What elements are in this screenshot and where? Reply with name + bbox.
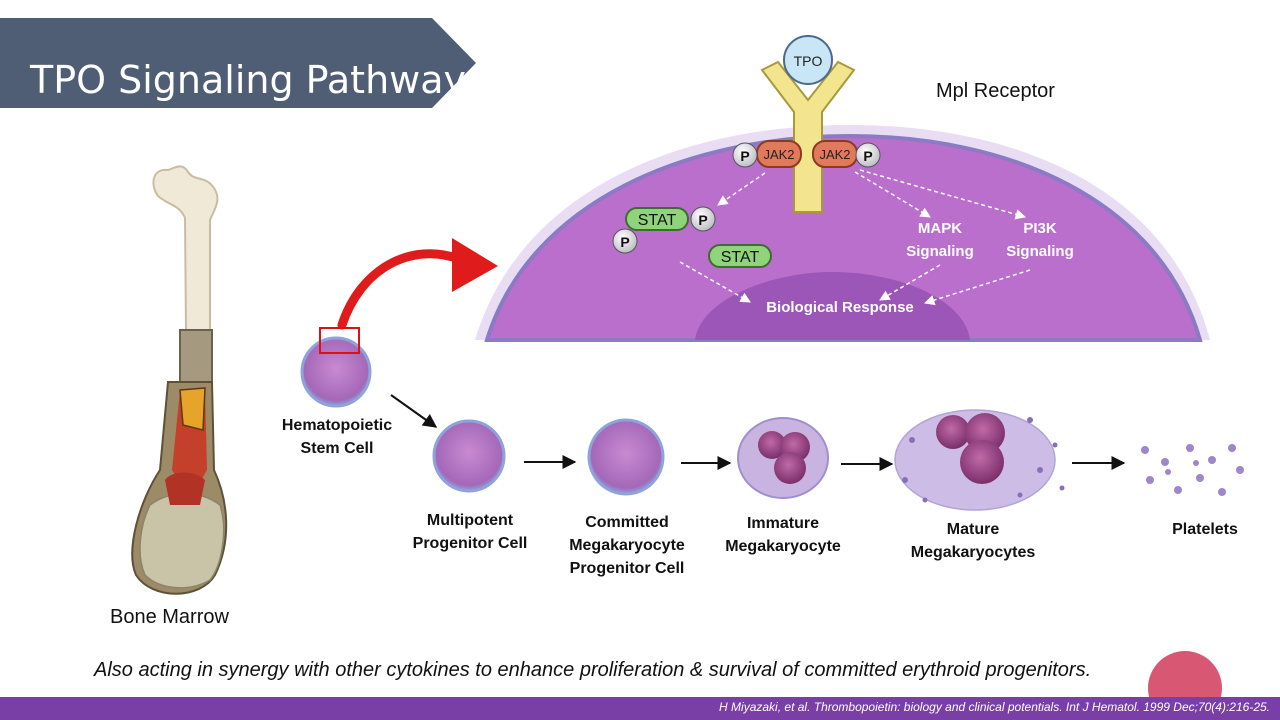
mature-megakaryocyte [894, 409, 1065, 511]
tpo-label: TPO [794, 53, 823, 69]
immature-label-line1: Immature [746, 515, 820, 532]
bone-marrow-label: Bone Marrow [110, 606, 229, 628]
phospho-ball-2 [855, 142, 881, 168]
mature-label-line1: Mature [946, 521, 1000, 538]
page-title: TPO Signaling Pathway [30, 58, 467, 102]
mapk-signaling-label: Signaling [906, 243, 974, 260]
phospho-label-3: P [698, 212, 707, 228]
platelets-label-line1: Platelets [1172, 521, 1238, 538]
mature-label-line2: Megakaryocytes [910, 544, 1036, 561]
synergy-note: Also acting in synergy with other cytoki… [94, 659, 1092, 681]
stat-2 [708, 244, 772, 268]
multipotent-label-line2: Progenitor Cell [412, 535, 528, 552]
stat-1-label: STAT [638, 212, 677, 229]
biological-response-label: Biological Response [766, 299, 914, 316]
immature-label: Immature Megakaryocyte [708, 512, 858, 558]
jak2-left-label: JAK2 [763, 147, 794, 162]
cell-dome [475, 125, 1210, 342]
signal-arrows [679, 169, 1031, 306]
phospho-ball-4 [612, 228, 638, 254]
immature-label-line2: Megakaryocyte [725, 538, 841, 555]
tpo-ligand [783, 35, 833, 85]
committed-label-line3: Progenitor Cell [569, 560, 685, 577]
pi3k-label: PI3K [1023, 220, 1057, 237]
lineage-arrows [390, 394, 1126, 471]
mature-label: Mature Megakaryocytes [893, 518, 1053, 564]
committed-label: Committed Megakaryocyte Progenitor Cell [552, 511, 702, 580]
phospho-ball-3 [690, 206, 716, 232]
platelets-label: Platelets [1155, 518, 1255, 541]
footer-bar [0, 697, 1280, 720]
pi3k-signaling-label: Signaling [1006, 243, 1074, 260]
hematopoietic-stem-cell [300, 327, 372, 408]
platelets [1141, 444, 1244, 496]
hsc-label: Hematopoietic Stem Cell [262, 414, 412, 460]
zoom-arrow [337, 238, 498, 330]
committed-label-line2: Megakaryocyte [569, 537, 685, 554]
stat-1 [625, 207, 689, 231]
title-banner-shape [0, 18, 476, 108]
multipotent-progenitor-cell [432, 419, 506, 493]
stat-2-label: STAT [721, 249, 760, 266]
mapk-label: MAPK [918, 220, 962, 237]
zoom-box [319, 327, 360, 354]
multipotent-label-line1: Multipotent [426, 512, 514, 529]
phospho-ball-1 [732, 142, 758, 168]
phospho-label-2: P [863, 148, 872, 164]
phospho-label-4: P [620, 234, 629, 250]
jak2-right-label: JAK2 [819, 147, 850, 162]
nucleus-region [695, 272, 970, 340]
phospho-label-1: P [740, 148, 749, 164]
committed-progenitor-cell [587, 418, 665, 496]
hsc-label-line2: Stem Cell [300, 440, 374, 457]
hsc-label-line1: Hematopoietic [281, 417, 393, 434]
multipotent-label: Multipotent Progenitor Cell [398, 509, 542, 555]
citation: H Miyazaki, et al. Thrombopoietin: biolo… [719, 700, 1270, 714]
bone-illustration [131, 165, 228, 595]
committed-label-line1: Committed [585, 514, 669, 531]
mpl-receptor-label: Mpl Receptor [936, 80, 1055, 102]
immature-megakaryocyte [737, 417, 829, 499]
title-banner: TPO Signaling Pathway [0, 18, 476, 108]
